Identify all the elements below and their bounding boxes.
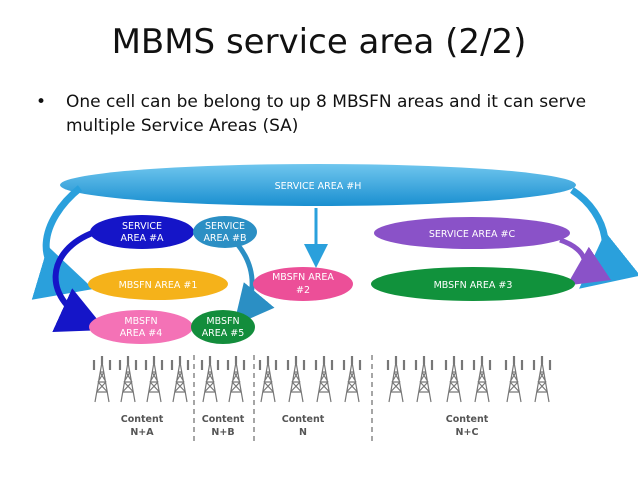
arrow-h-left: [31, 185, 94, 300]
mbsfn-area-4: [89, 310, 193, 344]
cell-tower-icon: [92, 356, 112, 403]
cell-towers: [92, 356, 552, 403]
mbsfn-area-4-label-2: AREA #4: [120, 328, 163, 339]
cell-tower-icon: [504, 356, 524, 403]
cell-tower-icon: [414, 356, 434, 403]
cell-tower-icon: [118, 356, 138, 403]
service-area-c: [374, 217, 570, 249]
bullet-text: One cell can be belong to up 8 MBSFN are…: [66, 92, 587, 136]
bullet-marker: •: [36, 92, 47, 112]
service-area-b-label-2: AREA #B: [203, 233, 246, 244]
cell-tower-icon: [200, 356, 220, 403]
cell-tower-icon: [144, 356, 164, 403]
service-area-a-label-2: AREA #A: [120, 233, 164, 244]
content-label-b-2: N+B: [211, 427, 234, 438]
cell-tower-icon: [286, 356, 306, 403]
cell-tower-icon: [472, 356, 492, 403]
content-label-c-2: N+C: [456, 427, 479, 438]
arrow-b-to-5: [233, 243, 275, 326]
service-area-a: [90, 215, 194, 249]
mbsfn-area-5: [191, 310, 255, 344]
cell-tower-icon: [170, 356, 190, 403]
content-label-n-1: Content: [282, 414, 325, 425]
cell-tower-icon: [386, 356, 406, 403]
mbsfn-area-5-label-1: MBSFN: [206, 316, 239, 327]
mbsfn-area-1: [88, 268, 228, 300]
mbsfn-area-5-label-2: AREA #5: [202, 328, 245, 339]
cell-tower-icon: [342, 356, 362, 403]
arrow-c: [559, 237, 612, 286]
content-label-n-2: N: [299, 427, 307, 438]
mbsfn-area-4-label-1: MBSFN: [124, 316, 157, 327]
cell-tower-icon: [532, 356, 552, 403]
slide-title: MBMS service area (2/2): [111, 22, 527, 62]
content-label-c-1: Content: [446, 414, 489, 425]
mbsfn-area-3-label: MBSFN AREA #3: [434, 280, 513, 291]
bullet-list: • One cell can be belong to up 8 MBSFN a…: [36, 90, 606, 138]
cell-tower-icon: [258, 356, 278, 403]
cell-tower-icon: [444, 356, 464, 403]
service-area-h: [60, 164, 576, 206]
cell-tower-icon: [226, 356, 246, 403]
mbsfn-area-1-label: MBSFN AREA #1: [119, 280, 198, 291]
mbsfn-area-3: [371, 267, 575, 301]
service-area-b-label-1: SERVICE: [205, 221, 245, 232]
service-area-h-label: SERVICE AREA #H: [275, 181, 362, 192]
cell-tower-icon: [314, 356, 334, 403]
service-area-b: [193, 216, 257, 248]
arrow-h-right: [570, 187, 638, 289]
mbsfn-area-2: [253, 267, 353, 301]
content-label-b-1: Content: [202, 414, 245, 425]
content-label-a-2: N+A: [130, 427, 154, 438]
arrow-a-to-4: [52, 229, 106, 332]
mbsfn-area-2-label-2: #2: [296, 285, 310, 296]
service-area-a-label-1: SERVICE: [122, 221, 162, 232]
mbsfn-area-2-label-1: MBSFN AREA: [272, 272, 334, 283]
content-label-a-1: Content: [121, 414, 164, 425]
service-area-c-label: SERVICE AREA #C: [429, 229, 516, 240]
